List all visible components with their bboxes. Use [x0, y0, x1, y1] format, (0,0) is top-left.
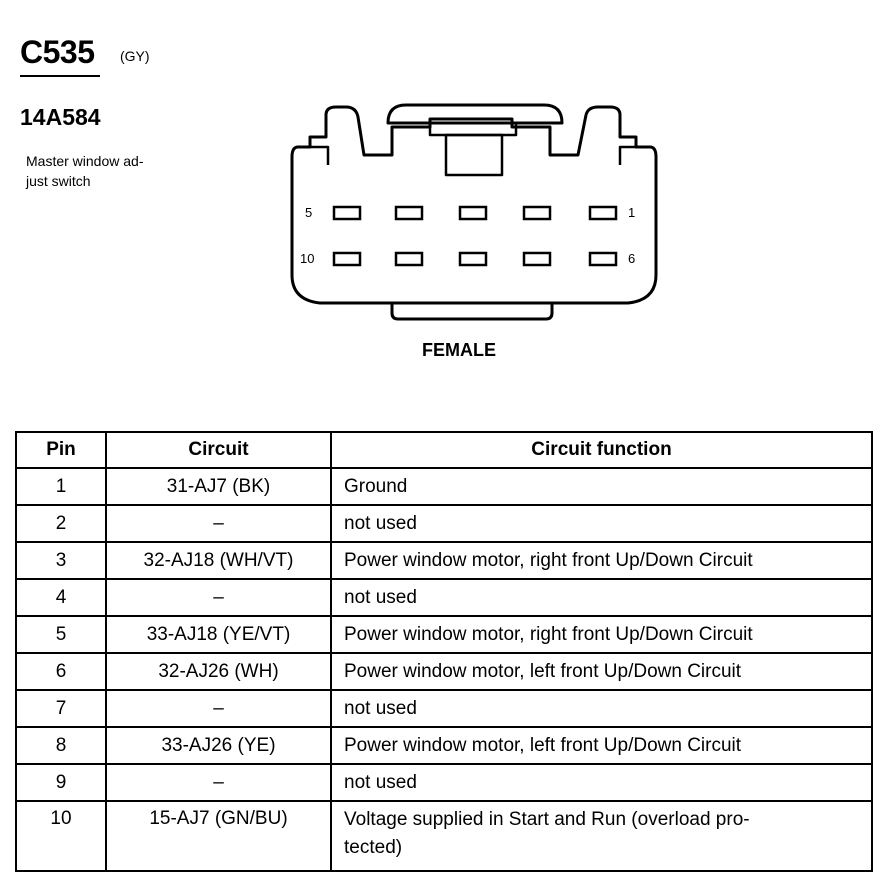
- pin-cavity: [522, 205, 552, 221]
- pin-cell: 4: [15, 578, 107, 617]
- pin-label-bottom-right: 6: [628, 251, 636, 266]
- pin-cell: 6: [15, 652, 107, 691]
- pin-label-bottom-left: 10: [300, 251, 315, 266]
- circuit-cell: –: [105, 578, 332, 617]
- pin-label-top-left: 5: [305, 205, 313, 220]
- circuit-cell: –: [105, 689, 332, 728]
- header-circuit: Circuit: [105, 431, 332, 469]
- function-text-line1: Voltage supplied in Start and Run (overl…: [344, 809, 750, 830]
- table-row: 8 33-AJ26 (YE) Power window motor, left …: [15, 726, 873, 765]
- table-row: 5 33-AJ18 (YE/VT) Power window motor, ri…: [15, 615, 873, 654]
- function-cell: Voltage supplied in Start and Run (overl…: [330, 800, 873, 872]
- connector-latch: [386, 103, 564, 125]
- circuit-cell: 32-AJ26 (WH): [105, 652, 332, 691]
- table-row: 3 32-AJ18 (WH/VT) Power window motor, ri…: [15, 541, 873, 580]
- pin-cell: 3: [15, 541, 107, 580]
- pin-cavity: [332, 205, 362, 221]
- table-row: 7 – not used: [15, 689, 873, 728]
- circuit-cell: 33-AJ26 (YE): [105, 726, 332, 765]
- pin-label-top-right: 1: [628, 205, 636, 220]
- connector-housing-outline: [290, 105, 658, 305]
- pin-cell: 10: [15, 800, 107, 872]
- pin-cavity: [588, 251, 618, 267]
- function-cell: Power window motor, left front Up/Down C…: [330, 726, 873, 765]
- component-description-line1: Master window ad-: [26, 153, 144, 169]
- table-header-row: Pin Circuit Circuit function: [15, 431, 873, 469]
- view-label: FEMALE: [422, 340, 496, 360]
- connector-id-underline: [20, 75, 100, 77]
- pin-cell: 8: [15, 726, 107, 765]
- pin-cavity: [458, 251, 488, 267]
- function-cell: Power window motor, right front Up/Down …: [330, 541, 873, 580]
- function-cell: Ground: [330, 467, 873, 506]
- connector-bottom-tab: [390, 303, 554, 321]
- function-cell: not used: [330, 763, 873, 802]
- pinout-table: Pin Circuit Circuit function 1 31-AJ7 (B…: [15, 431, 873, 872]
- header-circuit-function: Circuit function: [330, 431, 873, 469]
- function-cell: Power window motor, right front Up/Down …: [330, 615, 873, 654]
- table-row: 6 32-AJ26 (WH) Power window motor, left …: [15, 652, 873, 691]
- table-row: 10 15-AJ7 (GN/BU) Voltage supplied in St…: [15, 800, 873, 872]
- circuit-cell: 31-AJ7 (BK): [105, 467, 332, 506]
- circuit-cell: 33-AJ18 (YE/VT): [105, 615, 332, 654]
- pin-cavity: [394, 251, 424, 267]
- function-cell: not used: [330, 578, 873, 617]
- pin-cavities: [332, 205, 618, 267]
- pin-cell: 5: [15, 615, 107, 654]
- function-cell: Power window motor, left front Up/Down C…: [330, 652, 873, 691]
- circuit-cell: 15-AJ7 (GN/BU): [105, 800, 332, 872]
- connector-color-code: (GY): [120, 48, 150, 64]
- component-description: Master window ad- just switch: [26, 151, 176, 191]
- function-text-line2: tected): [344, 837, 403, 858]
- pin-cavity: [394, 205, 424, 221]
- connector-latch-tab: [428, 121, 518, 137]
- table-row: 1 31-AJ7 (BK) Ground: [15, 467, 873, 506]
- pin-cell: 1: [15, 467, 107, 506]
- pin-cavity: [522, 251, 552, 267]
- circuit-cell: –: [105, 504, 332, 543]
- connector-face-diagram: [290, 103, 658, 321]
- connector-key: [444, 133, 504, 177]
- table-row: 4 – not used: [15, 578, 873, 617]
- pin-cavity: [332, 251, 362, 267]
- function-cell: not used: [330, 689, 873, 728]
- component-description-line2: just switch: [26, 173, 91, 189]
- header-pin: Pin: [15, 431, 107, 469]
- function-cell: not used: [330, 504, 873, 543]
- table-row: 2 – not used: [15, 504, 873, 543]
- pin-cavity: [588, 205, 618, 221]
- pin-cell: 9: [15, 763, 107, 802]
- connector-id: C535: [20, 34, 95, 70]
- circuit-cell: –: [105, 763, 332, 802]
- pin-cell: 7: [15, 689, 107, 728]
- pin-cell: 2: [15, 504, 107, 543]
- part-number: 14A584: [20, 104, 101, 130]
- table-row: 9 – not used: [15, 763, 873, 802]
- circuit-cell: 32-AJ18 (WH/VT): [105, 541, 332, 580]
- pin-cavity: [458, 205, 488, 221]
